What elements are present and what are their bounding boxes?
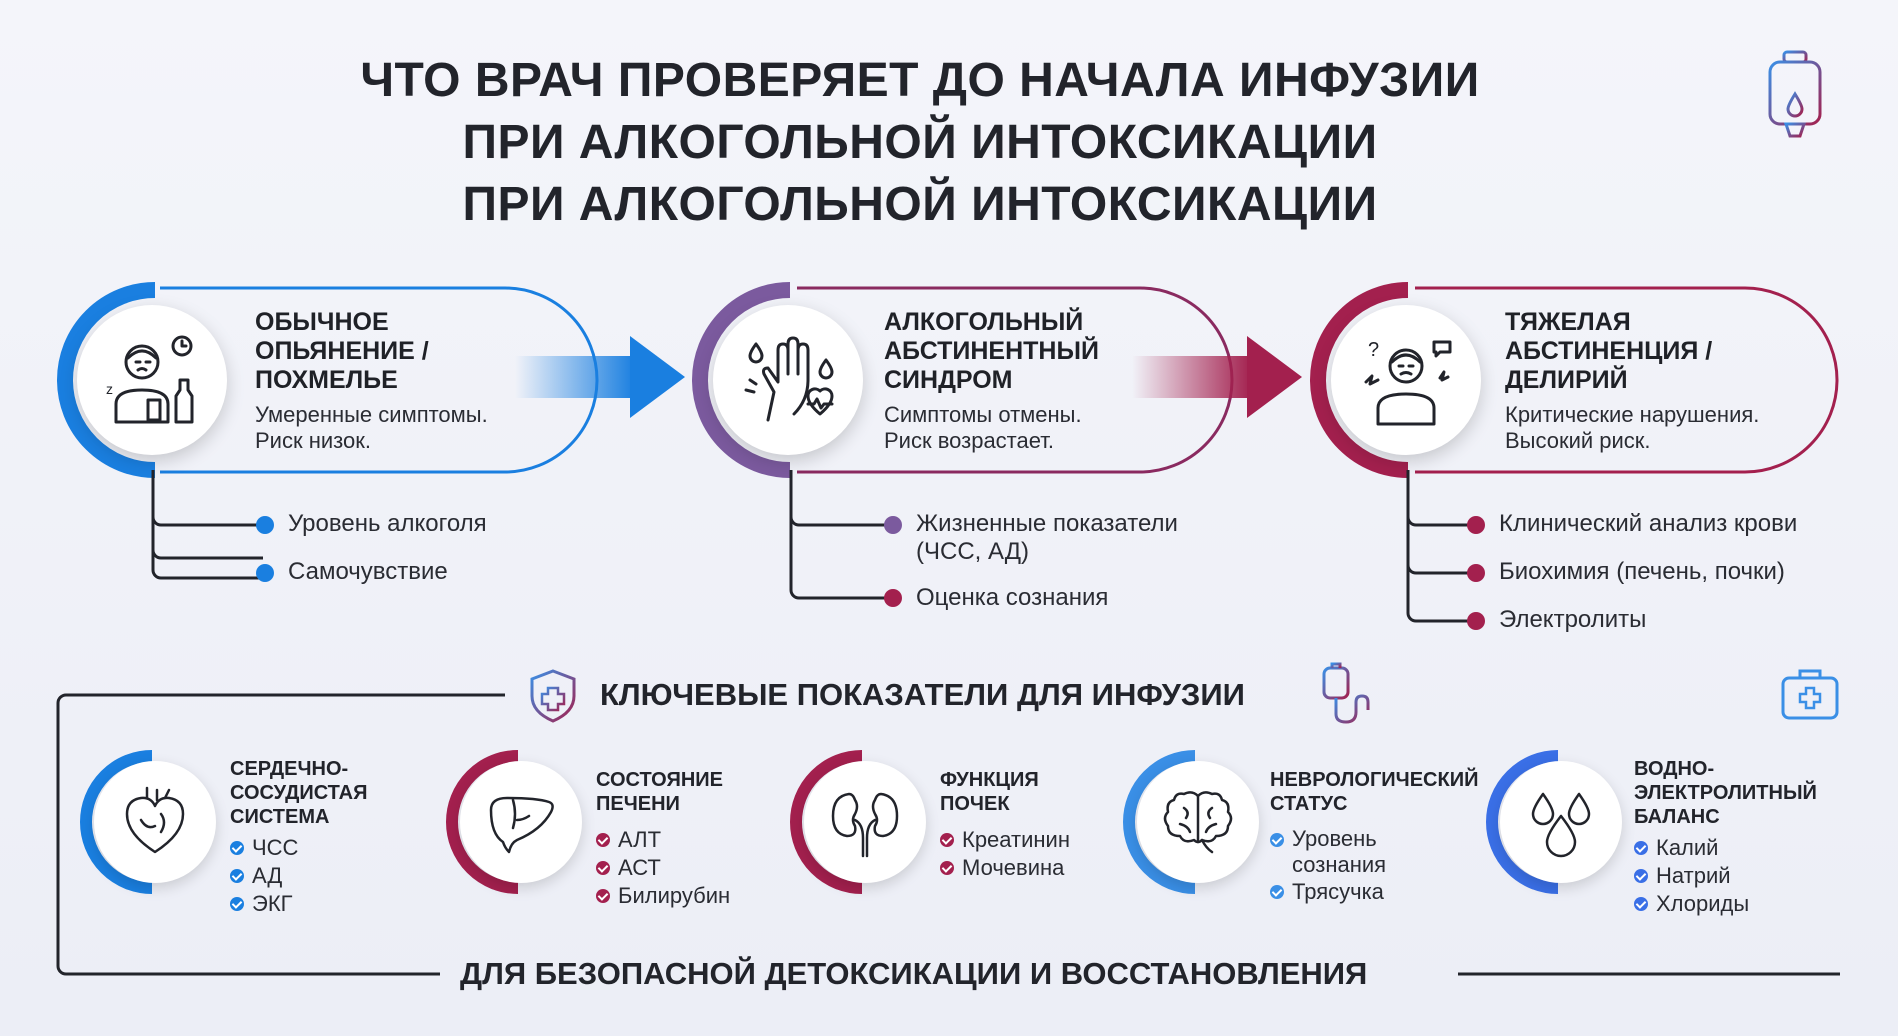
- stage-2-icon-circle: [713, 305, 863, 455]
- check-icon: [1270, 833, 1284, 847]
- stage-3-check-1: Клинический анализ крови: [1499, 510, 1798, 537]
- section-title: КЛЮЧЕВЫЕ ПОКАЗАТЕЛИ ДЛЯ ИНФУЗИИ: [600, 677, 1245, 712]
- indicator-3-title: ФУНКЦИЯ ПОЧЕК: [940, 769, 1039, 815]
- list-item: Хлориды: [1634, 890, 1749, 918]
- hungover-person-icon: z: [106, 335, 194, 424]
- list-item: Билирубин: [596, 882, 730, 910]
- title-line-1: ЧТО ВРАЧ ПРОВЕРЯЕТ ДО НАЧАЛА ИНФУЗИИ: [360, 54, 1480, 107]
- indicator-3-items: Креатинин Мочевина: [940, 826, 1070, 882]
- stage-1-title: ОБЫЧНОЕ ОПЬЯНЕНИЕ / ПОХМЕЛЬЕ: [255, 308, 429, 394]
- list-item: Мочевина: [940, 854, 1070, 882]
- check-icon: [596, 861, 610, 875]
- footer-title: ДЛЯ БЕЗОПАСНОЙ ДЕТОКСИКАЦИИ И ВОССТАНОВЛ…: [460, 956, 1368, 991]
- shaking-hand-icon: [744, 336, 834, 422]
- check-icon: [940, 833, 954, 847]
- stage-1-description: Умеренные симптомы. Риск низок.: [255, 402, 488, 453]
- list-item: Трясучка: [1270, 878, 1410, 906]
- list-item: Калий: [1634, 834, 1749, 862]
- indicator-1-items: ЧСС АД ЭКГ: [230, 834, 298, 918]
- stage-3-title: ТЯЖЕЛАЯ АБСТИНЕНЦИЯ / ДЕЛИРИЙ: [1505, 308, 1713, 394]
- title-line-3: ПРИ АЛКОГОЛЬНОЙ ИНТОКСИКАЦИИ: [462, 178, 1378, 231]
- check-icon: [596, 833, 610, 847]
- indicator-4-title: НЕВРОЛОГИЧЕСКИЙ СТАТУС: [1270, 769, 1479, 815]
- check-icon: [230, 897, 244, 911]
- kidneys-icon: [831, 792, 899, 858]
- stage-2-check-1: Жизненные показатели (ЧСС, АД): [916, 510, 1178, 565]
- indicator-5-items: Калий Натрий Хлориды: [1634, 834, 1749, 918]
- page-title: ЧТО ВРАЧ ПРОВЕРЯЕТ ДО НАЧАЛА ИНФУЗИИ ПРИ…: [300, 50, 1540, 236]
- indicator-4-items: Уровень сознания Трясучка: [1270, 826, 1410, 906]
- check-icon: [1634, 869, 1648, 883]
- svg-text:z: z: [106, 381, 113, 397]
- check-icon: [940, 861, 954, 875]
- stage-1-check-2: Самочувствие: [288, 558, 448, 585]
- stage-2-description: Симптомы отмены. Риск возрастает.: [884, 402, 1082, 453]
- iv-bag-icon: [1322, 662, 1370, 724]
- stage-1-check-1: Уровень алкоголя: [288, 510, 487, 537]
- indicator-5-icon-circle: [1500, 761, 1622, 883]
- indicator-2-items: АЛТ АСТ Билирубин: [596, 826, 730, 910]
- list-item: Натрий: [1634, 862, 1749, 890]
- stage-2-title: АЛКОГОЛЬНЫЙ АБСТИНЕНТНЫЙ СИНДРОМ: [884, 308, 1099, 394]
- shield-icon: [530, 669, 576, 723]
- indicator-2-title: СОСТОЯНИЕ ПЕЧЕНИ: [596, 769, 723, 815]
- stage-3-icon-circle: ?: [1331, 305, 1481, 455]
- stage-2-check-2: Оценка сознания: [916, 584, 1109, 611]
- list-item: ЧСС: [230, 834, 298, 862]
- check-icon: [1270, 885, 1284, 899]
- liver-icon: [489, 796, 554, 854]
- indicator-1-title: СЕРДЕЧНО- СОСУДИСТАЯ СИСТЕМА: [230, 758, 368, 828]
- list-item: Уровень сознания: [1270, 826, 1410, 878]
- list-item: АСТ: [596, 854, 730, 882]
- list-item: АЛТ: [596, 826, 730, 854]
- list-item: ЭКГ: [230, 890, 298, 918]
- indicator-5-title: ВОДНО- ЭЛЕКТРОЛИТНЫЙ БАЛАНС: [1634, 758, 1817, 828]
- droplets-icon: [1531, 792, 1591, 858]
- heart-icon: [125, 786, 185, 854]
- check-icon: [596, 889, 610, 903]
- first-aid-kit-icon: [1781, 669, 1839, 720]
- iv-drip-icon: [1768, 50, 1822, 166]
- list-item: Креатинин: [940, 826, 1070, 854]
- indicator-2-icon-circle: [460, 761, 582, 883]
- indicator-4-icon-circle: [1137, 761, 1259, 883]
- brain-icon: [1163, 791, 1233, 854]
- check-icon: [1634, 897, 1648, 911]
- stage-3-description: Критические нарушения. Высокий риск.: [1505, 402, 1760, 453]
- title-line-2: ПРИ АЛКОГОЛЬНОЙ ИНТОКСИКАЦИИ: [462, 116, 1378, 169]
- indicator-3-icon-circle: [804, 761, 926, 883]
- check-icon: [230, 869, 244, 883]
- svg-text:?: ?: [1368, 339, 1379, 361]
- check-icon: [1634, 841, 1648, 855]
- list-item: АД: [230, 862, 298, 890]
- delirium-person-icon: ?: [1364, 339, 1452, 426]
- stage-3-check-3: Электролиты: [1499, 606, 1647, 633]
- stage-3-check-2: Биохимия (печень, почки): [1499, 558, 1785, 585]
- stage-1-icon-circle: z: [77, 305, 227, 455]
- check-icon: [230, 841, 244, 855]
- indicator-1-icon-circle: [94, 761, 216, 883]
